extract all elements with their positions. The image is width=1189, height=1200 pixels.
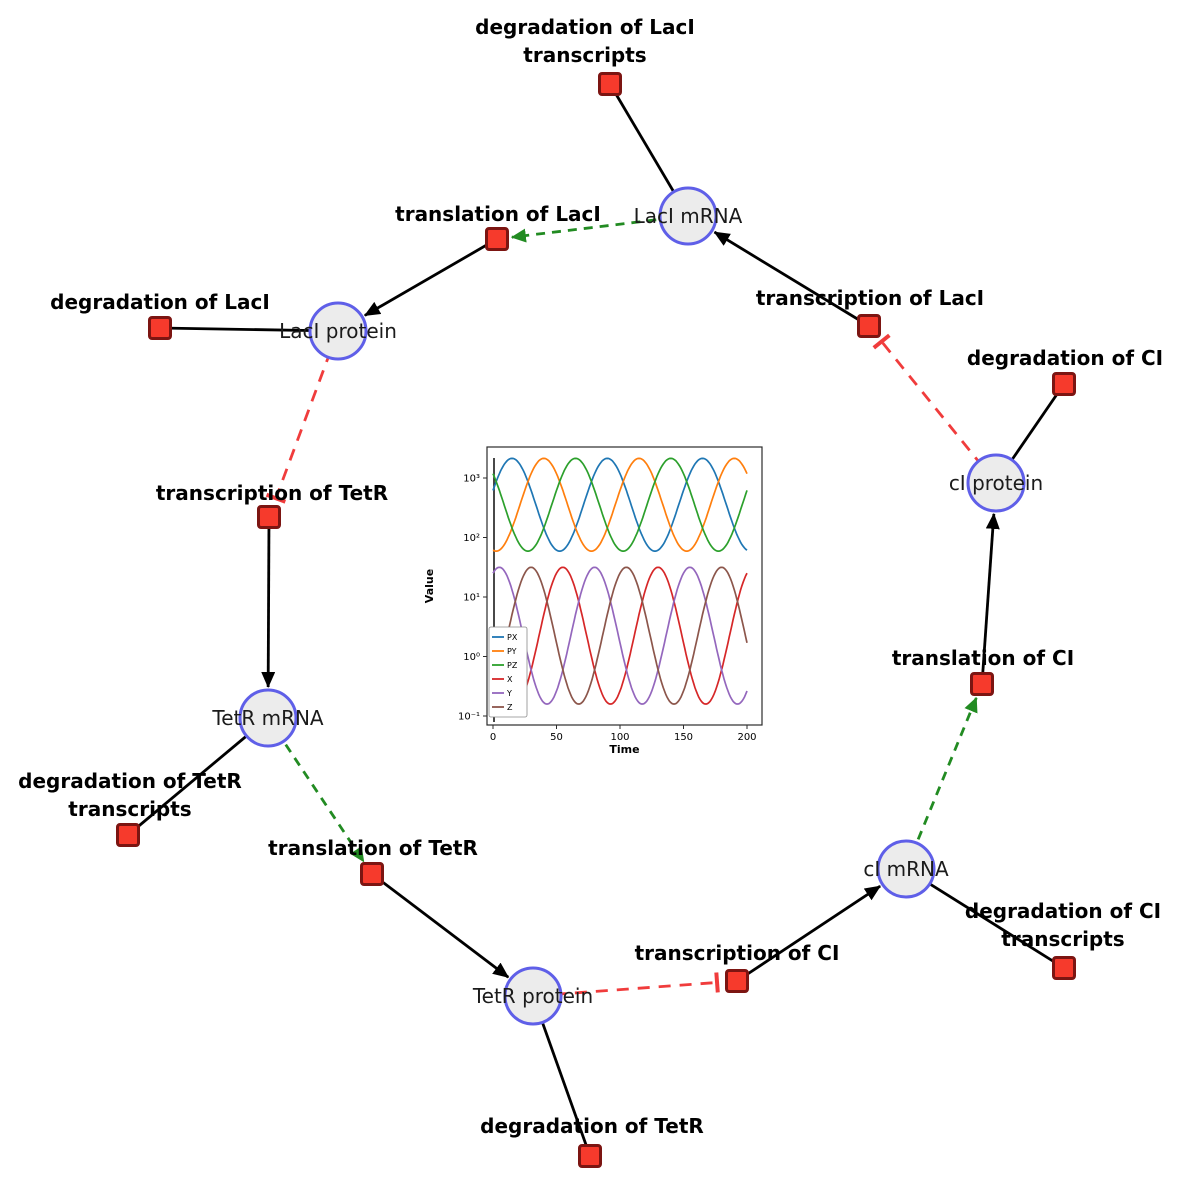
species-node-tetr_mrna: [238, 688, 298, 748]
reaction-label-transcription_tetr: transcription of TetR: [156, 481, 388, 505]
edge-translation_ci-to-ci_protein: [980, 512, 1000, 685]
legend-label-Z: Z: [507, 703, 513, 712]
y-axis-title: Value: [423, 569, 436, 603]
species-node-ci_protein: [966, 453, 1026, 513]
legend-label-Y: Y: [506, 689, 512, 698]
x-tick-label-100: 100: [610, 732, 629, 743]
reaction-label-deg_tetr_transcripts-line2: transcripts: [68, 797, 191, 821]
series-Z: [492, 566, 748, 705]
chart-legend: [488, 626, 528, 718]
edge-transcription_tetr-to-tetr_mrna: [261, 516, 276, 689]
species-label-ci_protein: cI protein: [949, 471, 1043, 495]
x-tick-label-150: 150: [674, 732, 693, 743]
edge-transcription_ci-to-ci_mrna: [736, 884, 881, 983]
reaction-node-deg_tetr_transcripts: [116, 823, 140, 847]
legend-label-PX: PX: [507, 633, 518, 642]
species-label-tetr_protein: TetR protein: [472, 984, 593, 1008]
edge-ci_protein-to-transcription_laci: [872, 333, 998, 484]
reaction-label-transcription_laci: transcription of LacI: [756, 286, 984, 310]
reaction-label-deg_laci_transcripts-line2: transcripts: [523, 43, 646, 67]
reaction-label-deg_ci_transcripts-line1: degradation of CI: [965, 899, 1161, 923]
reaction-node-translation_ci: [970, 672, 994, 696]
reaction-label-deg_ci_transcripts-line2: transcripts: [1001, 927, 1124, 951]
reaction-label-deg_laci: degradation of LacI: [50, 290, 270, 314]
y-tick-label-1e0: 10⁰: [463, 652, 480, 663]
reaction-label-deg_laci_transcripts-line1: degradation of LacI: [475, 15, 695, 39]
y-tick-label-1e1: 10¹: [463, 593, 480, 604]
y-tick-label-1e2: 10²: [463, 533, 480, 544]
reaction-node-translation_tetr: [360, 862, 384, 886]
edges-layer: [127, 83, 1066, 1157]
edge-translation_tetr-to-tetr_protein: [371, 872, 510, 979]
edge-tetr_protein-to-transcription_ci: [532, 972, 720, 998]
nodes-layer: [116, 72, 1076, 1168]
series-PX: [492, 457, 748, 552]
edge-laci_protein-to-deg_laci: [159, 326, 339, 333]
y-tick-label-1e-1: 10⁻¹: [458, 712, 480, 723]
reaction-node-deg_ci: [1052, 372, 1076, 396]
species-node-tetr_protein: [503, 966, 563, 1026]
series-Y: [492, 566, 748, 705]
y-tick-label-1e3: 10³: [463, 474, 480, 485]
species-node-ci_mrna: [876, 839, 936, 899]
edge-tetr_mrna-to-deg_tetr_transcripts: [127, 716, 269, 837]
legend-label-PZ: PZ: [507, 661, 518, 670]
edge-laci_mrna-to-translation_laci: [510, 214, 689, 243]
reaction-node-deg_laci: [148, 316, 172, 340]
reaction-label-transcription_ci: transcription of CI: [635, 941, 840, 965]
reaction-node-deg_ci_transcripts: [1052, 956, 1076, 980]
edge-ci_mrna-to-deg_ci_transcripts: [905, 867, 1065, 970]
species-label-laci_mrna: LacI mRNA: [634, 204, 743, 228]
reaction-label-translation_ci: translation of CI: [892, 646, 1074, 670]
x-axis-title: Time: [609, 743, 639, 756]
x-tick-label-50: 50: [550, 732, 563, 743]
edge-tetr_mrna-to-translation_tetr: [266, 717, 365, 863]
edge-laci_protein-to-transcription_tetr: [265, 330, 340, 504]
series-X: [492, 566, 748, 705]
reaction-node-translation_laci: [485, 227, 509, 251]
species-label-laci_protein: LacI protein: [279, 319, 397, 343]
species-node-laci_mrna: [658, 186, 718, 246]
x-tick-label-0: 0: [490, 732, 496, 743]
series-PY: [492, 457, 748, 552]
reaction-label-deg_ci: degradation of CI: [967, 346, 1163, 370]
reaction-node-deg_laci_transcripts: [598, 72, 622, 96]
edge-transcription_laci-to-laci_mrna: [713, 230, 870, 328]
edge-translation_laci-to-laci_protein: [363, 237, 498, 317]
reaction-node-transcription_tetr: [257, 505, 281, 529]
reaction-node-transcription_laci: [857, 314, 881, 338]
legend-label-PY: PY: [507, 647, 517, 656]
reaction-label-deg_tetr_transcripts-line1: degradation of TetR: [18, 769, 242, 793]
x-tick-label-200: 200: [737, 732, 756, 743]
reaction-label-deg_tetr: degradation of TetR: [480, 1114, 704, 1138]
reaction-label-translation_laci: translation of LacI: [395, 202, 601, 226]
species-node-laci_protein: [308, 301, 368, 361]
species-label-ci_mrna: cI mRNA: [863, 857, 949, 881]
species-label-tetr_mrna: TetR mRNA: [211, 706, 324, 730]
series-PZ: [492, 457, 748, 552]
reaction-node-transcription_ci: [725, 969, 749, 993]
reaction-node-deg_tetr: [578, 1144, 602, 1168]
legend-label-X: X: [507, 675, 513, 684]
reaction-label-translation_tetr: translation of TetR: [268, 836, 478, 860]
